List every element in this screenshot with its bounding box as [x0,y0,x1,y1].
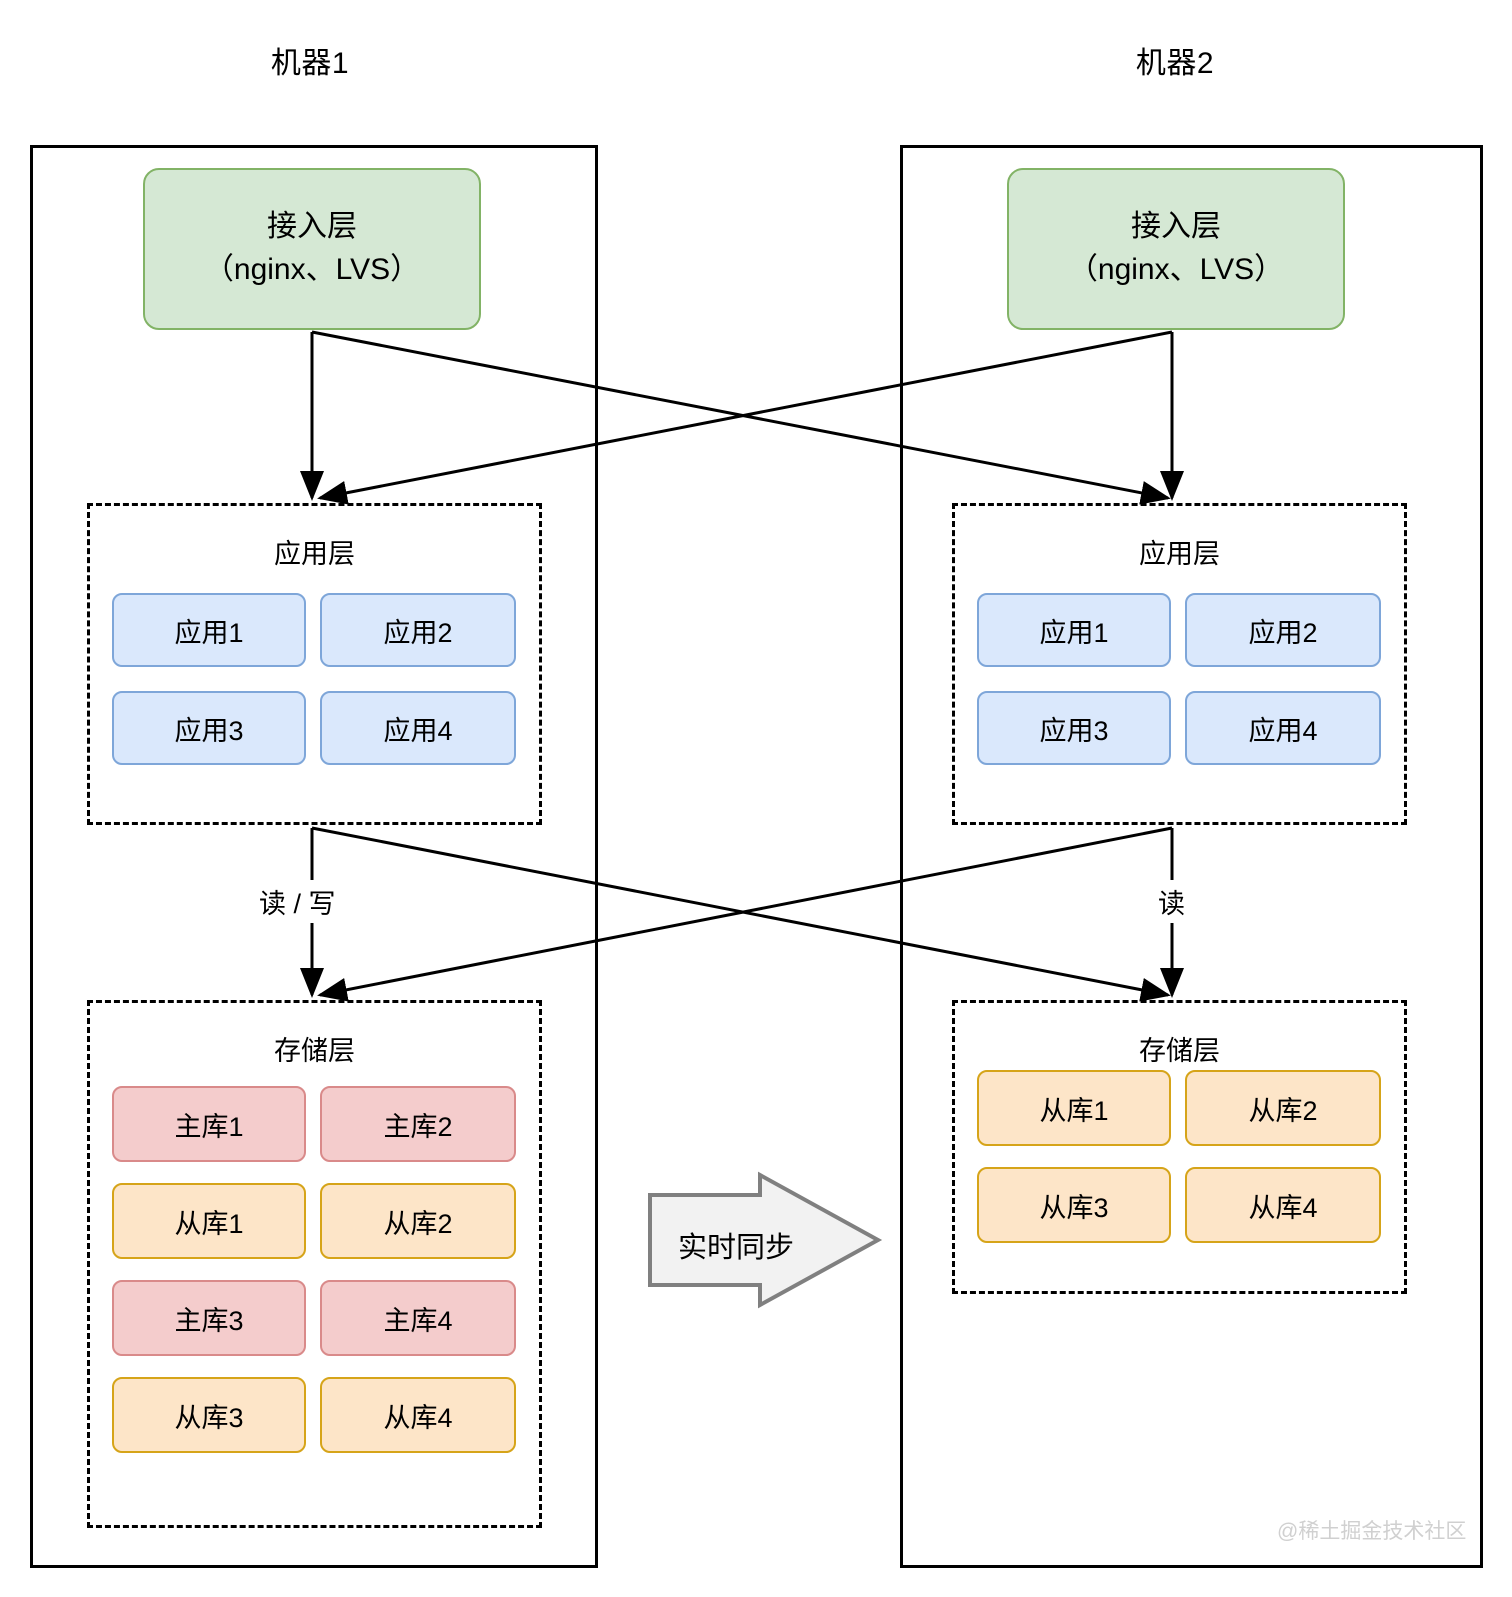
machine1-storage-node-7[interactable]: 从库3 [112,1377,306,1453]
machine1-storage-node-6[interactable]: 主库4 [320,1280,516,1356]
machine1-storage-node-4[interactable]: 从库2 [320,1183,516,1259]
machine2-app-layer-caption: 应用层 [1139,539,1220,569]
machine2-app-layer-group: 应用层 [952,503,1407,825]
machine2-app-node-2[interactable]: 应用2 [1185,593,1381,667]
node-label: 应用2 [1248,617,1318,648]
node-label: 从库2 [383,1208,453,1239]
machine2-title: 机器2 [1135,47,1215,80]
machine1-access-layer[interactable]: 接入层 （nginx、LVS） [143,168,481,330]
machine2-access-layer[interactable]: 接入层 （nginx、LVS） [1007,168,1345,330]
node-label: 主库3 [174,1305,244,1336]
machine2-storage-node-2[interactable]: 从库2 [1185,1070,1381,1146]
machine2-container [900,145,1483,1568]
sync-label: 实时同步 [678,1232,795,1264]
node-label: 应用1 [174,617,244,648]
machine1-access-line1: 接入层 [267,210,357,244]
node-label: 从库4 [1248,1192,1318,1223]
machine2-storage-layer-caption: 存储层 [1139,1036,1220,1066]
node-label: 从库1 [1039,1095,1109,1126]
machine2-storage-node-3[interactable]: 从库3 [977,1167,1171,1243]
machine1-access-line2: （nginx、LVS） [203,253,421,286]
node-label: 主库4 [383,1305,453,1336]
machine1-storage-node-1[interactable]: 主库1 [112,1086,306,1162]
machine1-app-node-2[interactable]: 应用2 [320,593,516,667]
machine2-access-line1: 接入层 [1131,210,1221,244]
machine2-access-line2: （nginx、LVS） [1067,253,1285,286]
node-label: 应用1 [1039,617,1109,648]
node-label: 应用4 [383,715,453,746]
machine1-title: 机器1 [270,47,350,80]
node-label: 从库3 [174,1402,244,1433]
machine1-edge-label: 读 / 写 [253,880,342,923]
machine1-storage-node-5[interactable]: 主库3 [112,1280,306,1356]
machine2-app-node-1[interactable]: 应用1 [977,593,1171,667]
machine1-app-layer-group: 应用层 [87,503,542,825]
machine2-app-node-3[interactable]: 应用3 [977,691,1171,765]
node-label: 应用2 [383,617,453,648]
machine1-app-node-1[interactable]: 应用1 [112,593,306,667]
node-label: 从库2 [1248,1095,1318,1126]
machine1-storage-node-2[interactable]: 主库2 [320,1086,516,1162]
node-label: 应用3 [1039,715,1109,746]
machine1-storage-layer-caption: 存储层 [274,1036,355,1066]
machine2-edge-label: 读 [1152,880,1191,923]
machine1-app-layer-caption: 应用层 [274,539,355,569]
machine2-storage-node-4[interactable]: 从库4 [1185,1167,1381,1243]
machine1-storage-node-3[interactable]: 从库1 [112,1183,306,1259]
node-label: 从库3 [1039,1192,1109,1223]
node-label: 从库4 [383,1402,453,1433]
machine2-storage-node-1[interactable]: 从库1 [977,1070,1171,1146]
node-label: 主库1 [174,1111,244,1142]
machine2-storage-layer-group: 存储层 [952,1000,1407,1294]
machine1-storage-layer-group: 存储层 [87,1000,542,1528]
node-label: 主库2 [383,1111,453,1142]
watermark: @稀土掘金技术社区 [1277,1520,1467,1543]
machine2-app-node-4[interactable]: 应用4 [1185,691,1381,765]
node-label: 应用4 [1248,715,1318,746]
node-label: 应用3 [174,715,244,746]
machine1-app-node-4[interactable]: 应用4 [320,691,516,765]
machine1-app-node-3[interactable]: 应用3 [112,691,306,765]
node-label: 从库1 [174,1208,244,1239]
machine1-storage-node-8[interactable]: 从库4 [320,1377,516,1453]
